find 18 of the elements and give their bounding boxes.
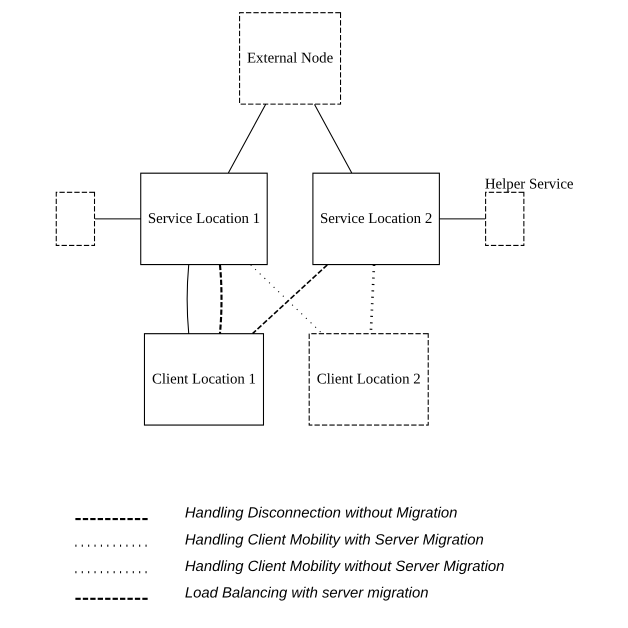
connector	[218, 264, 222, 334]
legend-label: Load Balancing with server migration	[184, 585, 428, 602]
node-box: Client Location 1	[143, 333, 264, 426]
node-box: Service Location 2	[312, 172, 440, 266]
legend-label: Handling Client Mobility with Server Migration	[184, 532, 484, 548]
node-box	[484, 192, 524, 246]
connector	[314, 104, 352, 174]
connector	[186, 264, 189, 334]
node-box: Service Location 1	[140, 172, 268, 266]
connector	[94, 218, 140, 220]
node-label: Helper Service	[484, 176, 574, 192]
node-box: External Node	[238, 12, 341, 105]
node-box: Client Location 2	[308, 333, 428, 426]
legend-label: Handling Disconnection without Migration	[184, 506, 457, 522]
connector	[438, 218, 485, 220]
legend-label: Handling Client Mobility without Server Migration	[184, 558, 504, 575]
node-box	[55, 192, 95, 246]
connector	[227, 104, 266, 174]
